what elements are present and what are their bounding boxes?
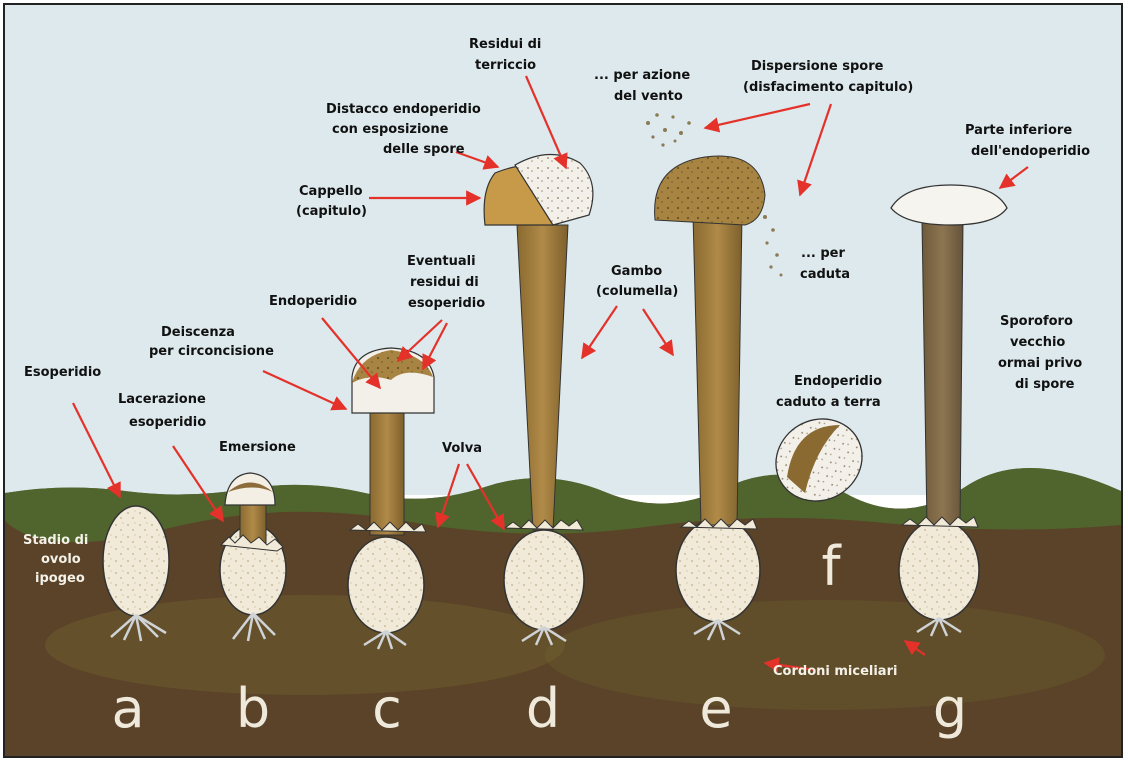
label-per-caduta-1: ... per [801,246,845,261]
label-lacerazione-1: Lacerazione [118,392,206,407]
label-gambo-2: (columella) [596,284,678,299]
label-sporoforo-2: vecchio [1010,335,1065,350]
label-esoperidio: Esoperidio [24,365,101,380]
label-residui-2: terriccio [475,58,536,73]
label-distacco-3: delle spore [383,142,465,157]
label-cappello-1: Cappello [299,184,363,199]
label-endoperidio: Endoperidio [269,294,357,309]
label-distacco-1: Distacco endoperidio [326,102,481,117]
label-distacco-2: con esposizione [332,122,449,137]
stage-letter-a: a [111,677,144,740]
label-deiscenza-2: per circoncisione [149,344,274,359]
label-stadio-1: Stadio di [23,533,88,548]
mushroom-development-diagram: Esoperidio Lacerazione esoperidio Emersi… [5,5,1121,756]
label-stadio-3: ipogeo [35,571,85,586]
label-emersione: Emersione [219,440,296,455]
label-parte-inferiore-2: dell'endoperidio [971,144,1090,159]
label-azione-vento-1: ... per azione [594,68,690,83]
label-sporoforo-4: di spore [1015,377,1075,392]
label-gambo-1: Gambo [611,264,662,279]
soil-patch [545,600,1105,710]
label-endoperidio-caduto-2: caduto a terra [776,395,881,410]
diagram-frame: Esoperidio Lacerazione esoperidio Emersi… [3,3,1123,758]
label-cordoni: Cordoni miceliari [773,664,897,679]
label-dispersione-2: (disfacimento capitulo) [743,80,913,95]
label-azione-vento-2: del vento [614,89,683,104]
label-volva: Volva [442,441,482,456]
label-sporoforo-3: ormai privo [998,356,1082,371]
label-eventuali-3: esoperidio [408,296,485,311]
label-dispersione-1: Dispersione spore [751,59,884,74]
label-lacerazione-2: esoperidio [129,415,206,430]
stage-letter-d: d [526,677,560,740]
label-eventuali-2: residui di [410,275,479,290]
stage-letter-c: c [372,677,402,740]
label-stadio-2: ovolo [41,552,81,567]
label-deiscenza-1: Deiscenza [161,325,235,340]
label-parte-inferiore-1: Parte inferiore [965,123,1072,138]
label-cappello-2: (capitulo) [296,204,367,219]
label-endoperidio-caduto-1: Endoperidio [794,374,882,389]
label-sporoforo-1: Sporoforo [1000,314,1073,329]
stage-letter-g: g [933,677,967,740]
stage-letter-e: e [699,677,732,740]
label-eventuali-1: Eventuali [407,254,476,269]
label-residui-1: Residui di [469,37,541,52]
label-per-caduta-2: caduta [800,267,850,282]
stage-letter-f: f [821,535,842,598]
stage-letter-b: b [236,677,270,740]
